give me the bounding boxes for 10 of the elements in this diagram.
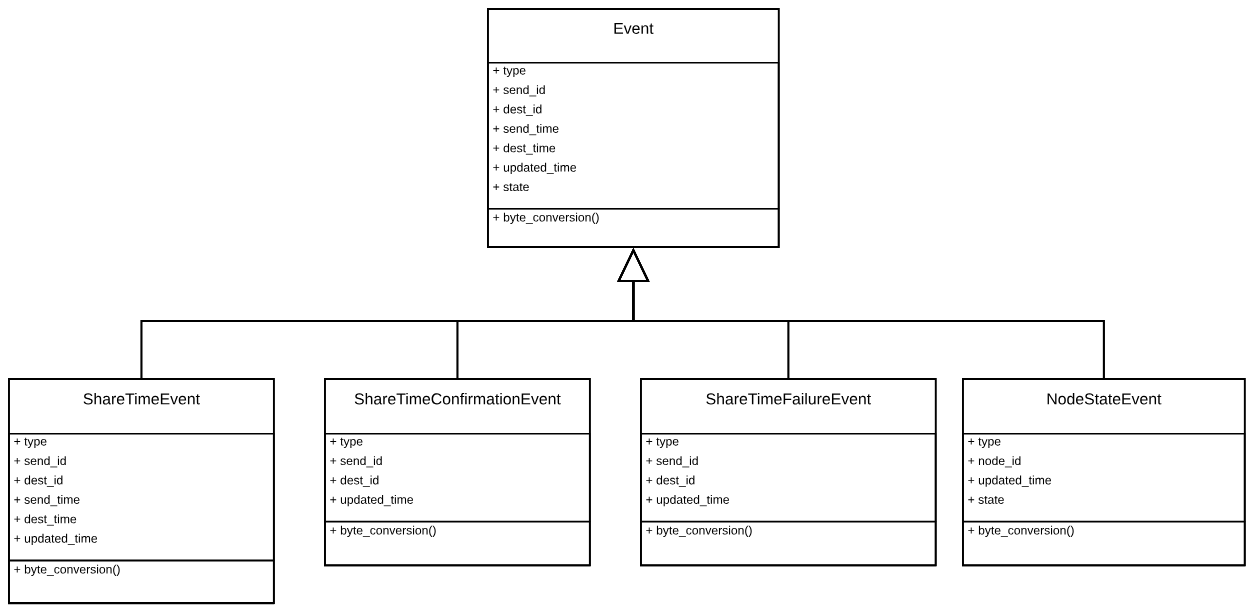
method-compartment: + byte_conversion() [324, 521, 591, 567]
attribute-compartment: + type + send_id + dest_id + updated_time [640, 433, 937, 523]
attribute-compartment: + type + send_id + dest_id + send_time + dest_time + updated_time + state [487, 62, 780, 210]
attribute-compartment: + type + send_id + dest_id + send_time + dest_time + updated_time [8, 433, 275, 561]
method-compartment: + byte_conversion() [962, 521, 1246, 567]
attribute-compartment: + type + send_id + dest_id + updated_time [324, 433, 591, 523]
method-compartment: + byte_conversion() [640, 521, 937, 567]
method-compartment: + byte_conversion() [487, 208, 780, 248]
attribute-compartment: + type + node_id + updated_time + state [962, 433, 1246, 523]
method-compartment: + byte_conversion() [8, 560, 275, 605]
